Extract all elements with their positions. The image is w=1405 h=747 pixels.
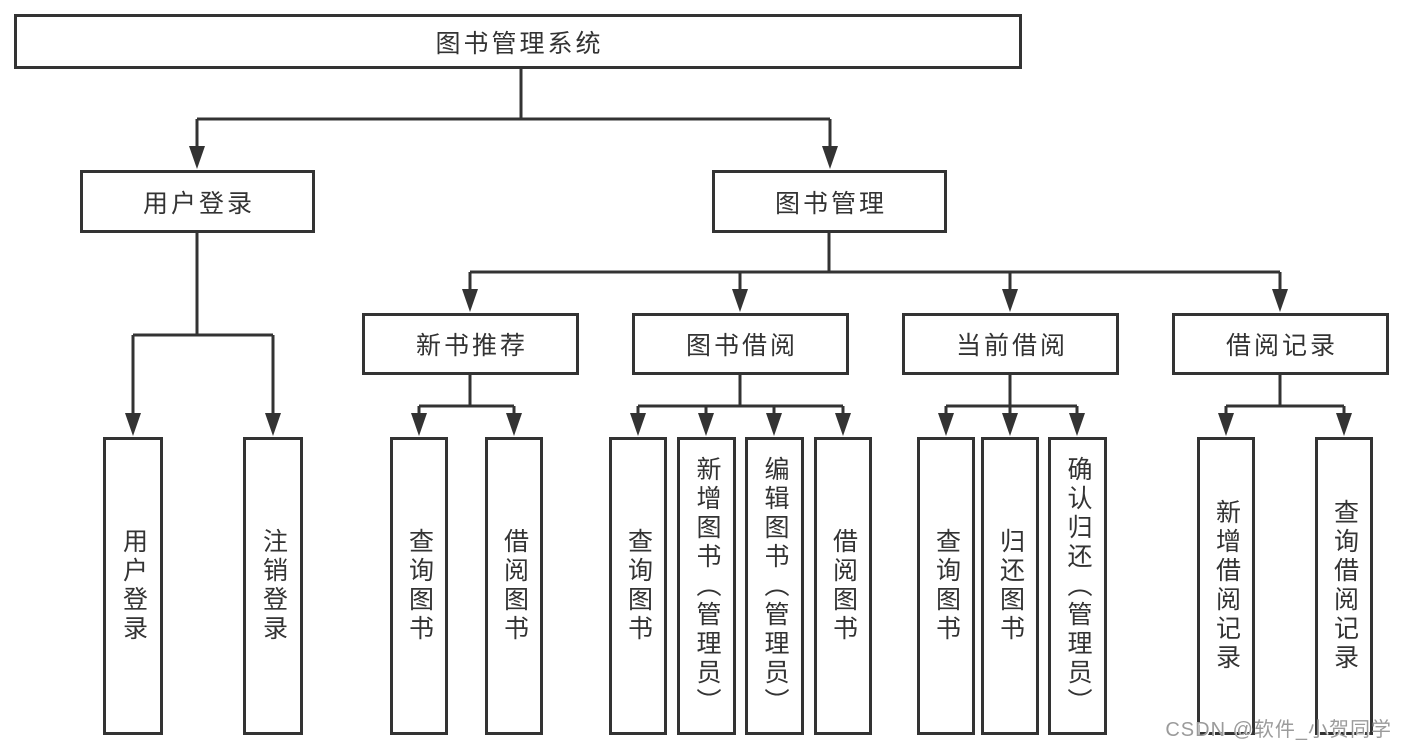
node-label: 借阅图书 xyxy=(500,528,529,644)
node-leaf-confirm-return-admin: 确认归还（管理员） xyxy=(1048,437,1107,735)
node-leaf-query-borrow-record: 查询借阅记录 xyxy=(1315,437,1373,735)
node-label: 借阅记录 xyxy=(1225,332,1338,360)
node-label: 用户登录 xyxy=(119,528,148,644)
node-label: 当前借阅 xyxy=(955,332,1068,360)
node-label: 注销登录 xyxy=(259,528,288,644)
node-leaf-query-books-borrow: 查询图书 xyxy=(609,437,667,735)
node-label: 查询图书 xyxy=(932,528,961,644)
node-label: 查询借阅记录 xyxy=(1330,499,1359,673)
node-label: 确认归还（管理员） xyxy=(1064,455,1092,717)
node-label: 借阅图书 xyxy=(829,528,858,644)
node-leaf-query-books-recommend: 查询图书 xyxy=(390,437,448,735)
node-leaf-return-books: 归还图书 xyxy=(981,437,1039,735)
node-new-book-recommendation: 新书推荐 xyxy=(362,313,579,375)
node-library-management-system: 图书管理系统 xyxy=(14,14,1022,69)
node-label: 图书管理系统 xyxy=(435,29,604,58)
node-label: 图书管理 xyxy=(774,189,887,218)
node-current-borrowing: 当前借阅 xyxy=(902,313,1119,375)
node-leaf-borrow-books: 借阅图书 xyxy=(814,437,872,735)
node-label: 新书推荐 xyxy=(415,332,528,360)
node-leaf-edit-book-admin: 编辑图书（管理员） xyxy=(745,437,804,735)
node-leaf-add-borrow-record: 新增借阅记录 xyxy=(1197,437,1255,735)
node-label: 查询图书 xyxy=(405,528,434,644)
node-user-login: 用户登录 xyxy=(80,170,315,233)
node-leaf-add-book-admin: 新增图书（管理员） xyxy=(677,437,736,735)
node-label: 图书借阅 xyxy=(685,332,798,360)
node-leaf-borrow-books-recommend: 借阅图书 xyxy=(485,437,543,735)
node-label: 用户登录 xyxy=(142,189,255,218)
csdn-watermark: CSDN @软件_小贺同学 xyxy=(1165,719,1392,741)
node-leaf-user-login: 用户登录 xyxy=(103,437,163,735)
node-book-management: 图书管理 xyxy=(712,170,947,233)
node-borrowing-records: 借阅记录 xyxy=(1172,313,1389,375)
node-label: 编辑图书（管理员） xyxy=(761,455,789,717)
node-leaf-query-books-current: 查询图书 xyxy=(917,437,975,735)
node-book-borrowing: 图书借阅 xyxy=(632,313,849,375)
node-leaf-logout: 注销登录 xyxy=(243,437,303,735)
node-label: 新增图书（管理员） xyxy=(693,455,721,717)
node-label: 查询图书 xyxy=(624,528,653,644)
node-label: 归还图书 xyxy=(996,528,1025,644)
node-label: 新增借阅记录 xyxy=(1212,499,1241,673)
arrowheads xyxy=(125,146,1352,436)
